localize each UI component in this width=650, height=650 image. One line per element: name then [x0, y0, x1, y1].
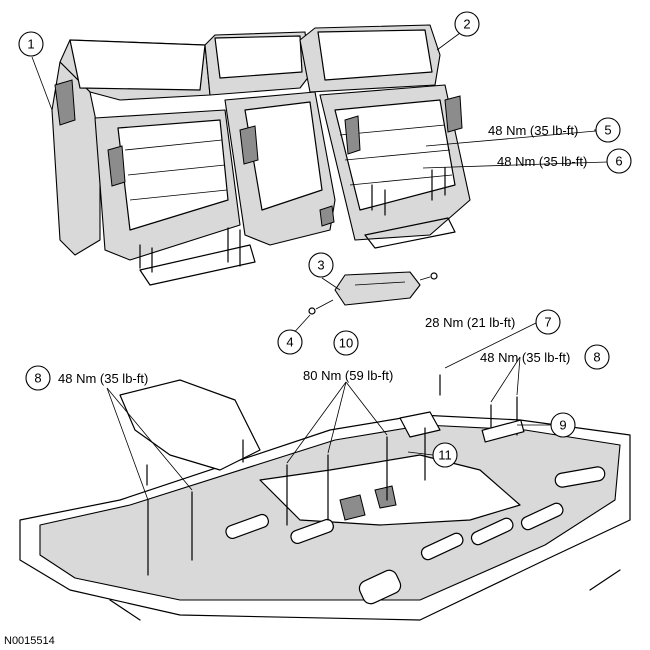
rear-seat-assembly — [51, 24, 471, 286]
callout-6: 48 Nm (35 lb-ft) 6 — [497, 148, 632, 174]
svg-text:48 Nm (35 lb-ft): 48 Nm (35 lb-ft) — [488, 123, 578, 138]
svg-text:80 Nm (59 lb-ft): 80 Nm (59 lb-ft) — [303, 368, 393, 383]
svg-text:2: 2 — [463, 17, 470, 32]
svg-text:9: 9 — [559, 418, 566, 433]
svg-text:48 Nm (35 lb-ft): 48 Nm (35 lb-ft) — [58, 371, 148, 386]
callout-4: 4 — [277, 329, 303, 355]
callout-5: 48 Nm (35 lb-ft) 5 — [488, 117, 621, 143]
figure-id: N0015514 — [4, 635, 55, 647]
callout-2: 2 — [454, 11, 480, 37]
callout-9: 9 — [550, 412, 576, 438]
seat-trim-cover — [308, 271, 438, 315]
callout-10: 10 80 Nm (59 lb-ft) — [303, 330, 393, 383]
svg-text:4: 4 — [286, 335, 293, 350]
callout-1: 1 — [18, 31, 44, 57]
svg-text:10: 10 — [339, 336, 353, 351]
svg-text:48 Nm (35 lb-ft): 48 Nm (35 lb-ft) — [480, 350, 570, 365]
svg-text:3: 3 — [317, 258, 324, 273]
svg-text:1: 1 — [27, 37, 34, 52]
callout-3: 3 — [308, 252, 334, 278]
svg-text:8: 8 — [593, 350, 600, 365]
callout-11: 11 — [432, 442, 458, 468]
callout-7: 28 Nm (21 lb-ft) 7 — [425, 309, 561, 335]
callout-8-right: 48 Nm (35 lb-ft) 8 — [480, 344, 610, 370]
svg-text:8: 8 — [34, 371, 41, 386]
vehicle-floor-pan — [19, 374, 631, 621]
callout-8-left: 8 48 Nm (35 lb-ft) — [25, 365, 148, 391]
svg-text:48 Nm (35 lb-ft): 48 Nm (35 lb-ft) — [497, 154, 587, 169]
svg-text:11: 11 — [438, 448, 452, 463]
svg-text:6: 6 — [615, 154, 622, 169]
svg-text:7: 7 — [544, 315, 551, 330]
svg-text:28 Nm (21 lb-ft): 28 Nm (21 lb-ft) — [425, 315, 515, 330]
svg-text:5: 5 — [604, 123, 611, 138]
leader-lines — [31, 32, 608, 501]
